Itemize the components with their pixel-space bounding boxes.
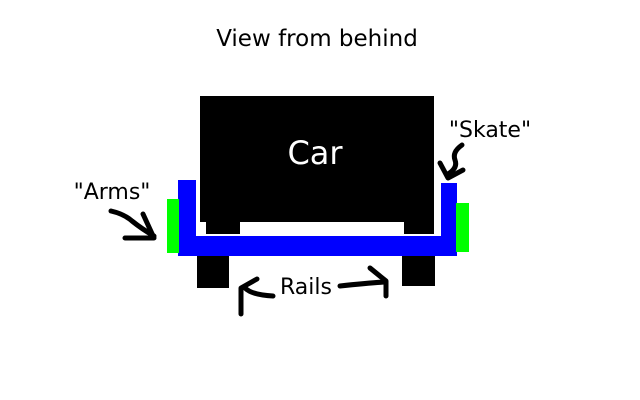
rails-arrow-right-icon	[337, 265, 389, 299]
skate-frame	[178, 180, 457, 256]
rails-arrow-left-icon	[238, 276, 276, 317]
rails-label: Rails	[280, 275, 332, 300]
rail-left	[197, 254, 229, 288]
arm-right	[456, 203, 469, 252]
car-wheel-right	[404, 218, 434, 234]
rail-right	[402, 254, 435, 286]
car-label: Car	[287, 134, 343, 172]
car-wheel-left	[206, 218, 240, 234]
skate-arrow-icon	[437, 142, 466, 181]
car-body	[200, 96, 434, 222]
arms-label: "Arms"	[74, 180, 151, 205]
skate-label: "Skate"	[449, 118, 531, 143]
arms-arrow-icon	[108, 208, 157, 241]
diagram-title: View from behind	[216, 26, 418, 52]
arm-left	[167, 199, 179, 253]
